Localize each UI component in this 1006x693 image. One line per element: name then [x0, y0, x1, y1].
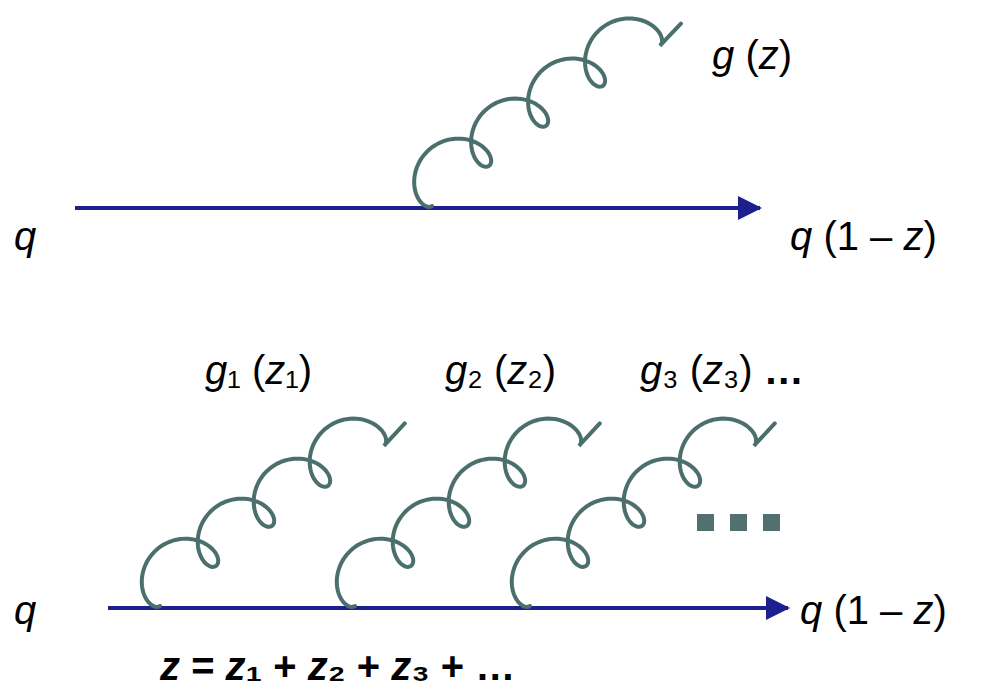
ellipsis-dot	[697, 514, 714, 531]
gluon-coil	[142, 419, 405, 607]
equation-label: z = z₁ + z₂ + z₃ + …	[160, 646, 515, 686]
ellipsis-dot	[730, 514, 747, 531]
particle-label: g₃ (z₃) …	[640, 350, 804, 390]
gluon-coil	[414, 18, 681, 206]
gluon-group	[142, 18, 775, 606]
particle-label: q	[14, 590, 36, 630]
gluon-coil	[337, 419, 600, 607]
ellipsis-dot	[763, 514, 780, 531]
gluon-coil	[512, 419, 775, 607]
quark-line	[75, 206, 760, 210]
particle-label: g (z)	[712, 35, 792, 75]
particle-label: g₁ (z₁)	[205, 350, 312, 390]
particle-label: q	[14, 216, 36, 256]
particle-label: q (1 – z)	[800, 590, 947, 630]
quark-line	[108, 606, 788, 610]
particle-label: g₂ (z₂)	[445, 350, 556, 390]
particle-label: q (1 – z)	[790, 216, 937, 256]
